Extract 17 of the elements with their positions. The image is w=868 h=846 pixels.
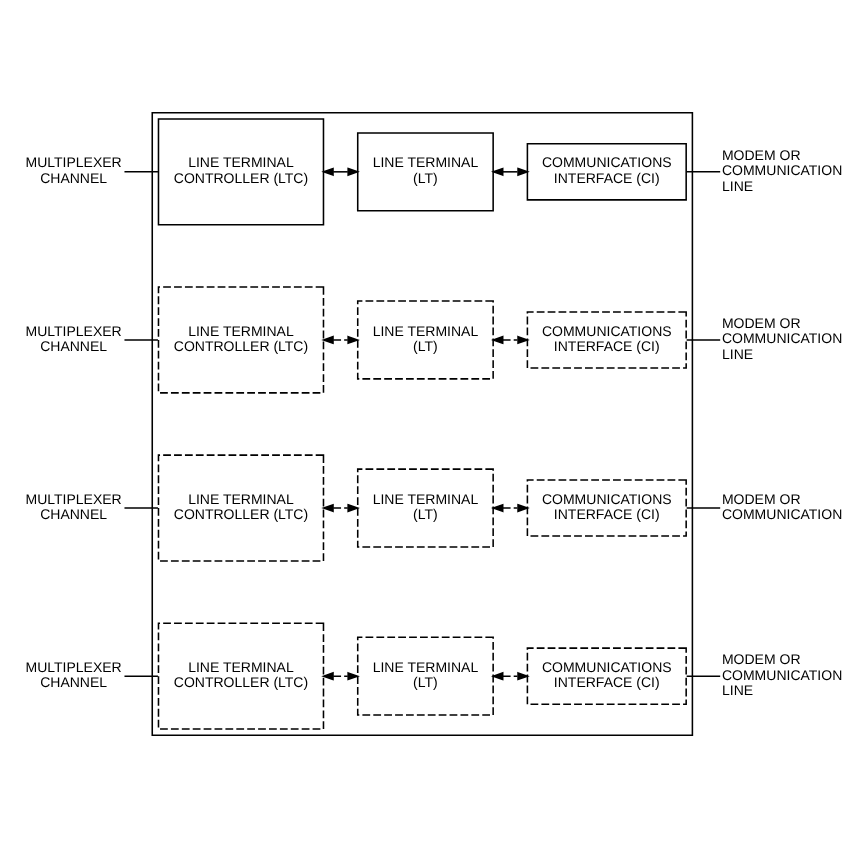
- connector: [123, 338, 159, 340]
- arrow: [491, 334, 530, 344]
- arrow: [321, 334, 360, 344]
- arrow: [491, 670, 530, 680]
- arrow: [321, 670, 360, 680]
- arrow: [321, 502, 360, 512]
- connector: [123, 506, 159, 508]
- arrow: [321, 166, 360, 176]
- connector: [123, 674, 159, 676]
- arrow: [491, 502, 530, 512]
- connector: [685, 674, 721, 676]
- cluster: [151, 110, 694, 736]
- connector: [123, 170, 159, 172]
- connector: [685, 170, 721, 172]
- connector: [685, 506, 721, 508]
- connector: [685, 338, 721, 340]
- arrow: [491, 166, 530, 176]
